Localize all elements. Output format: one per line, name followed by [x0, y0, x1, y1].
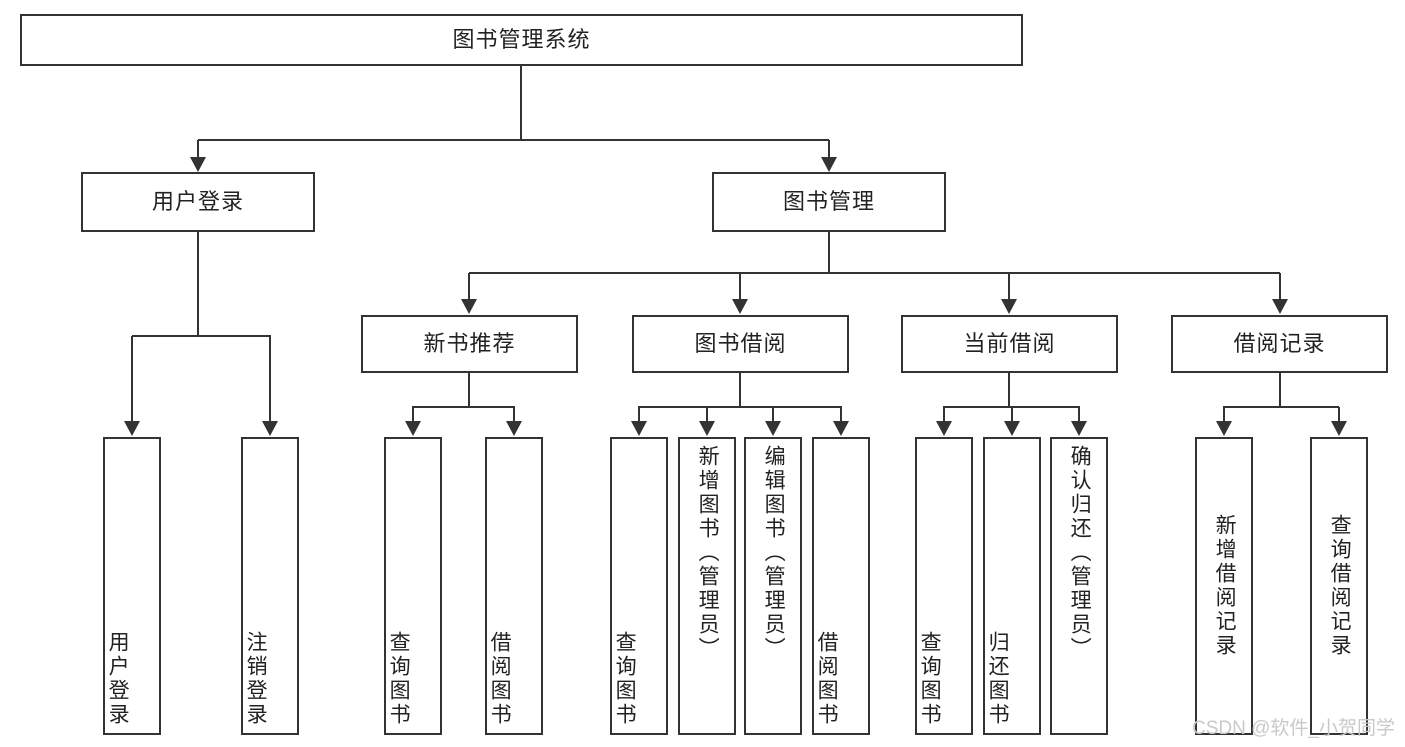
connector-borrow-stem	[739, 373, 741, 407]
connector-records-bus	[1223, 406, 1339, 408]
connector-new-books-l2	[513, 407, 515, 422]
node-book-borrow[interactable]: 图书借阅	[632, 315, 849, 373]
arrow-cb-return	[1004, 421, 1020, 436]
connector-new-books-bus	[412, 406, 515, 408]
connector-book-mgmt-bus	[469, 272, 1280, 274]
connector-to-book-mgmt	[828, 140, 830, 158]
arrow-br-add	[1216, 421, 1232, 436]
connector-current-stem	[1008, 373, 1010, 407]
leaf-return-book[interactable]: 归还图书	[983, 437, 1041, 735]
arrow-nb-borrow	[506, 421, 522, 436]
connector-new-books-stem	[468, 373, 470, 407]
arrow-to-leaf-logout	[262, 421, 278, 436]
arrow-bk-add	[699, 421, 715, 436]
node-user-login[interactable]: 用户登录	[81, 172, 315, 232]
connector-book-mgmt-stem	[828, 232, 830, 273]
leaf-edit-book-admin[interactable]: 编辑图书（管理员）	[744, 437, 802, 735]
node-borrow-records[interactable]: 借阅记录	[1171, 315, 1388, 373]
leaf-query-book[interactable]: 查询图书	[610, 437, 668, 735]
connector-to-new-books	[468, 273, 470, 300]
arrow-to-current-borrow	[1001, 299, 1017, 314]
arrow-bk-query	[631, 421, 647, 436]
arrow-to-borrow-records	[1272, 299, 1288, 314]
connector-to-borrow-records	[1279, 273, 1281, 300]
arrow-cb-query	[936, 421, 952, 436]
leaf-add-borrow-record[interactable]: 新增借阅记录	[1195, 437, 1253, 735]
leaf-query-borrow-record[interactable]: 查询借阅记录	[1310, 437, 1368, 735]
arrow-nb-query	[405, 421, 421, 436]
arrow-bk-lend	[833, 421, 849, 436]
connector-current-l1	[943, 407, 945, 422]
leaf-borrow-book-new[interactable]: 借阅图书	[485, 437, 543, 735]
arrow-to-leaf-user-login	[124, 421, 140, 436]
leaf-query-book-new[interactable]: 查询图书	[384, 437, 442, 735]
leaf-user-login[interactable]: 用户登录	[103, 437, 161, 735]
connector-user-login-stem	[197, 232, 199, 336]
arrow-cb-confirm	[1071, 421, 1087, 436]
connector-user-login-bus	[132, 335, 271, 337]
arrow-to-borrow	[732, 299, 748, 314]
connector-to-borrow	[739, 273, 741, 300]
node-current-borrow[interactable]: 当前借阅	[901, 315, 1118, 373]
connector-root-stem	[520, 66, 522, 140]
arrow-bk-edit	[765, 421, 781, 436]
connector-borrow-l1	[638, 407, 640, 422]
leaf-confirm-return-admin[interactable]: 确认归还（管理员）	[1050, 437, 1108, 735]
connector-root-bus	[198, 139, 829, 141]
node-new-book-recommend[interactable]: 新书推荐	[361, 315, 578, 373]
leaf-borrow-book[interactable]: 借阅图书	[812, 437, 870, 735]
connector-borrow-l3	[772, 407, 774, 422]
connector-borrow-l4	[840, 407, 842, 422]
arrow-br-query	[1331, 421, 1347, 436]
connector-to-user-login	[197, 140, 199, 158]
connector-borrow-bus	[638, 406, 842, 408]
leaf-add-book-admin[interactable]: 新增图书（管理员）	[678, 437, 736, 735]
connector-records-l2	[1338, 407, 1340, 422]
connector-current-l2	[1011, 407, 1013, 422]
connector-records-l1	[1223, 407, 1225, 422]
arrow-to-book-mgmt	[821, 157, 837, 172]
arrow-to-new-books	[461, 299, 477, 314]
node-system-title[interactable]: 图书管理系统	[20, 14, 1023, 66]
connector-borrow-l2	[706, 407, 708, 422]
leaf-query-book-current[interactable]: 查询图书	[915, 437, 973, 735]
connector-new-books-l1	[412, 407, 414, 422]
node-book-management[interactable]: 图书管理	[712, 172, 946, 232]
arrow-to-user-login	[190, 157, 206, 172]
connector-records-stem	[1279, 373, 1281, 407]
connector-to-current-borrow	[1008, 273, 1010, 300]
leaf-logout[interactable]: 注销登录	[241, 437, 299, 735]
connector-user-login-right	[269, 336, 271, 422]
connector-current-l3	[1078, 407, 1080, 422]
connector-user-login-left	[131, 336, 133, 422]
